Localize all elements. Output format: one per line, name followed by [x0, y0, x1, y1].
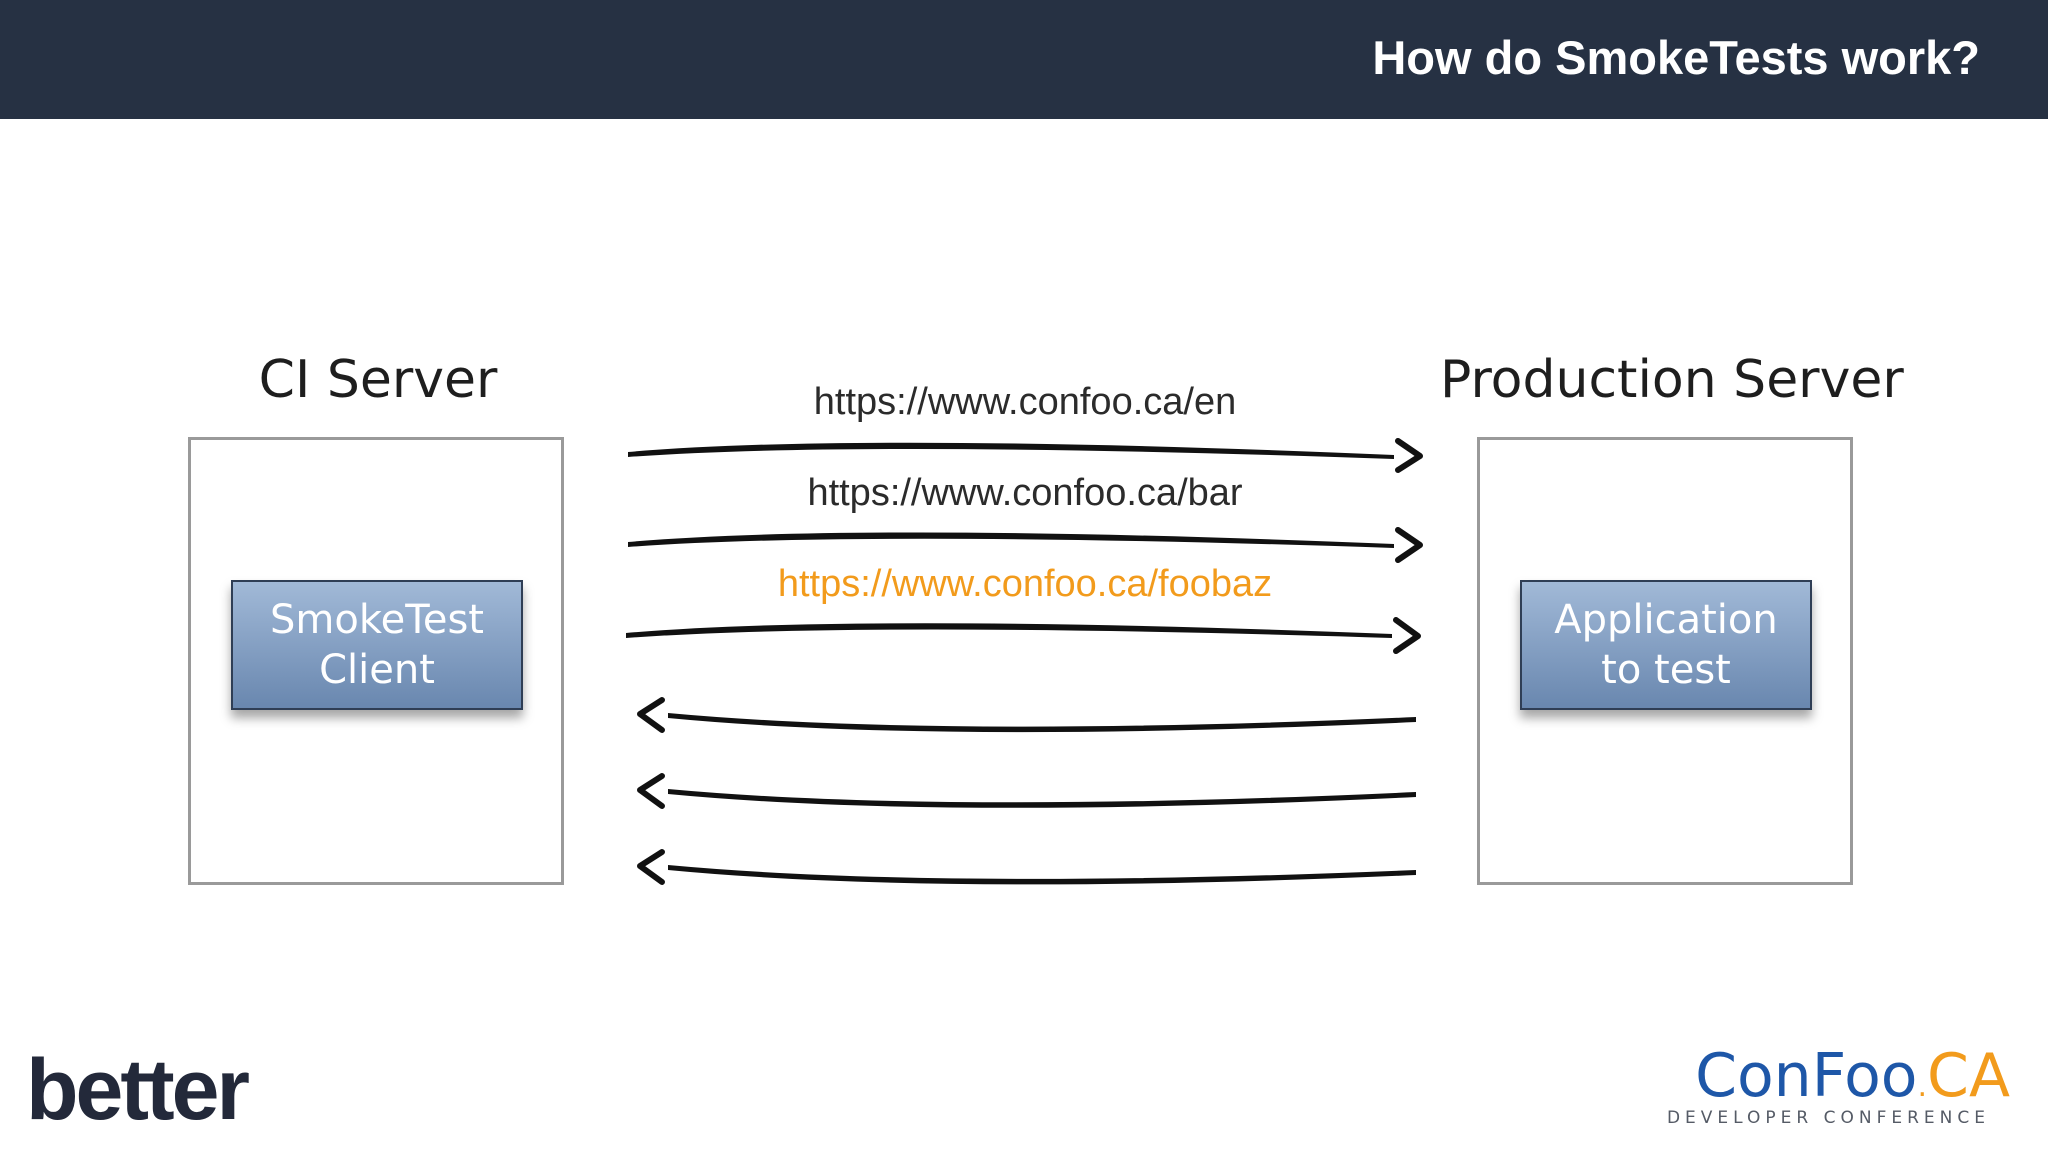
- response-arrow-1-line: [668, 713, 1416, 733]
- confoo-wordmark-dot: .: [1917, 1069, 1928, 1104]
- request-arrow-3-line: [626, 623, 1392, 638]
- response-arrow-2-line: [668, 789, 1416, 808]
- confoo-wordmark: ConFoo.CA: [1670, 1040, 2010, 1123]
- confoo-logo: ConFoo.CA DEVELOPER CONFERENCE: [1666, 1040, 2010, 1130]
- request-arrow-1-head: [1395, 438, 1423, 473]
- response-arrow-3-head: [637, 849, 665, 885]
- production-server-box: Application to test: [1477, 437, 1853, 885]
- confoo-wordmark-main: ConFoo: [1695, 1041, 1918, 1111]
- confoo-tagline: DEVELOPER CONFERENCE: [1666, 1108, 1990, 1128]
- request-url-2: https://www.confoo.ca/bar: [807, 472, 1243, 514]
- slide-title: How do SmokeTests work?: [1372, 31, 1980, 84]
- response-arrow-3-line: [668, 865, 1416, 885]
- request-arrow-3-head: [1393, 617, 1421, 654]
- header-bar: How do SmokeTests work?: [0, 0, 2048, 119]
- request-url-1: https://www.confoo.ca/en: [813, 381, 1237, 423]
- smoketest-client-label: SmokeTest Client: [270, 597, 484, 693]
- smoketest-client-box: SmokeTest Client: [231, 580, 523, 710]
- ci-server-label: CI Server: [258, 350, 498, 410]
- response-arrow-2-head: [637, 773, 665, 809]
- application-label: Application to test: [1554, 597, 1778, 693]
- confoo-wordmark-ca: CA: [1927, 1041, 2010, 1111]
- ci-server-box: SmokeTest Client: [188, 437, 564, 885]
- response-arrow-1-head: [637, 697, 665, 733]
- application-box: Application to test: [1520, 580, 1812, 710]
- production-server-label: Production Server: [1440, 350, 1904, 410]
- request-url-3: https://www.confoo.ca/foobaz: [777, 563, 1273, 605]
- better-logo: better: [26, 1042, 250, 1138]
- request-arrow-1-line: [628, 442, 1394, 459]
- request-arrow-2-head: [1395, 527, 1423, 563]
- request-arrow-2-line: [628, 532, 1394, 548]
